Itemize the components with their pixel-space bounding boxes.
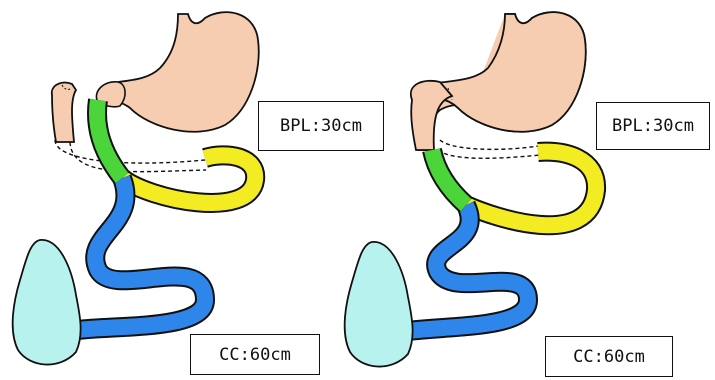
cc-label-left: CC:60cm <box>190 334 320 375</box>
bypass-dashed-line <box>70 142 206 172</box>
cc-label-right: CC:60cm <box>545 336 673 377</box>
duodenum <box>411 81 452 150</box>
right-panel <box>345 12 596 366</box>
bpl-label-right: BPL:30cm <box>596 102 710 150</box>
stomach <box>98 12 259 132</box>
cecum <box>345 242 413 367</box>
biliopancreatic-limb <box>432 150 466 205</box>
bypass-dashed-line <box>438 150 540 158</box>
bypass-dashed-line <box>55 140 205 163</box>
bpl-label-left: BPL:30cm <box>258 101 384 151</box>
duodenum-stump <box>52 83 76 142</box>
bypass-dashed-line <box>440 140 538 149</box>
left-panel <box>13 12 259 364</box>
cecum <box>13 240 81 365</box>
